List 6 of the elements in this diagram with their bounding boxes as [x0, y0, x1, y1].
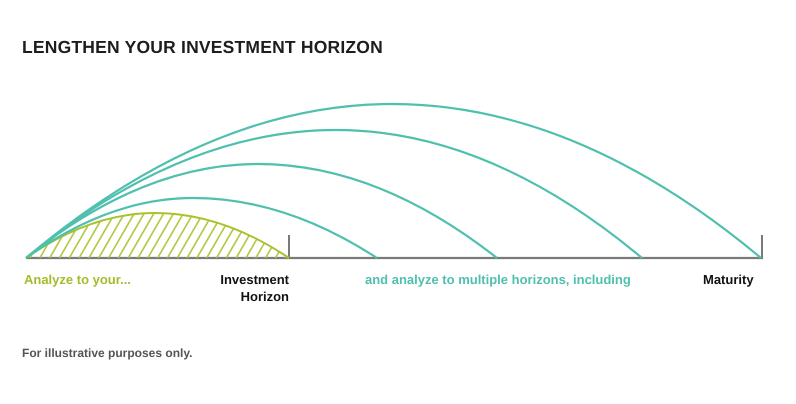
axis-label: Investment Horizon [219, 271, 289, 305]
axis-label: Maturity [703, 271, 754, 288]
axis-label: Analyze to your... [24, 271, 131, 288]
chart-title: LENGTHEN YOUR INVESTMENT HORIZON [22, 37, 383, 58]
footnote: For illustrative purposes only. [22, 346, 192, 360]
annotation-text: and analyze to multiple horizons, including [365, 271, 631, 288]
